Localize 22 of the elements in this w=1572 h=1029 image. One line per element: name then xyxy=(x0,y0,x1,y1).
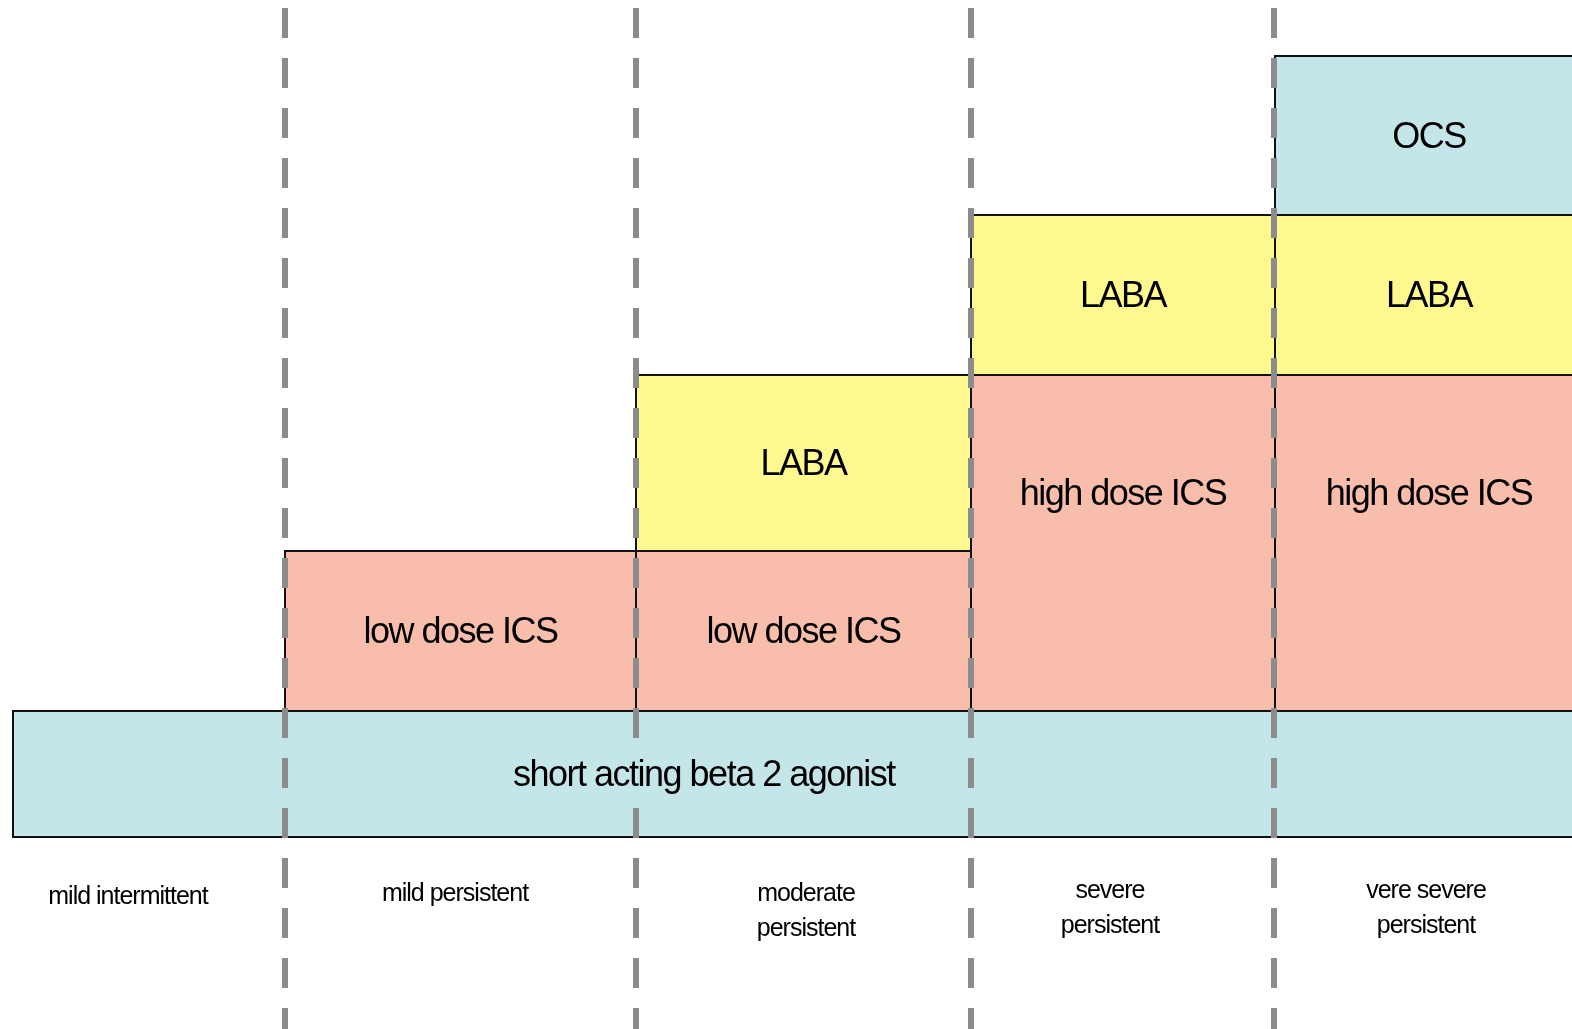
severity-label: vere severe persistent xyxy=(1365,874,1487,940)
treatment-box xyxy=(635,374,972,552)
severity-label: mild intermittent xyxy=(48,880,208,911)
treatment-box xyxy=(1274,55,1572,216)
treatment-box xyxy=(970,374,1276,712)
treatment-label: LABA xyxy=(1078,274,1168,316)
treatment-label: OCS xyxy=(1391,114,1467,157)
treatment-box xyxy=(1274,214,1572,376)
treatment-box xyxy=(12,710,1572,838)
severity-label: mild persistent xyxy=(380,877,530,908)
treatment-label: high dose ICS xyxy=(1018,472,1228,514)
treatment-label: high dose ICS xyxy=(1324,472,1534,514)
severity-label: severe persistent xyxy=(1059,874,1161,940)
treatment-box xyxy=(1274,374,1572,712)
treatment-label: low dose ICS xyxy=(705,610,902,652)
treatment-label: LABA xyxy=(759,442,849,484)
treatment-box xyxy=(970,214,1276,376)
treatment-label: low dose ICS xyxy=(362,610,559,652)
treatment-box xyxy=(635,550,972,712)
severity-label: moderate persistent xyxy=(755,877,857,943)
treatment-label: LABA xyxy=(1384,274,1474,316)
treatment-box xyxy=(284,550,637,712)
